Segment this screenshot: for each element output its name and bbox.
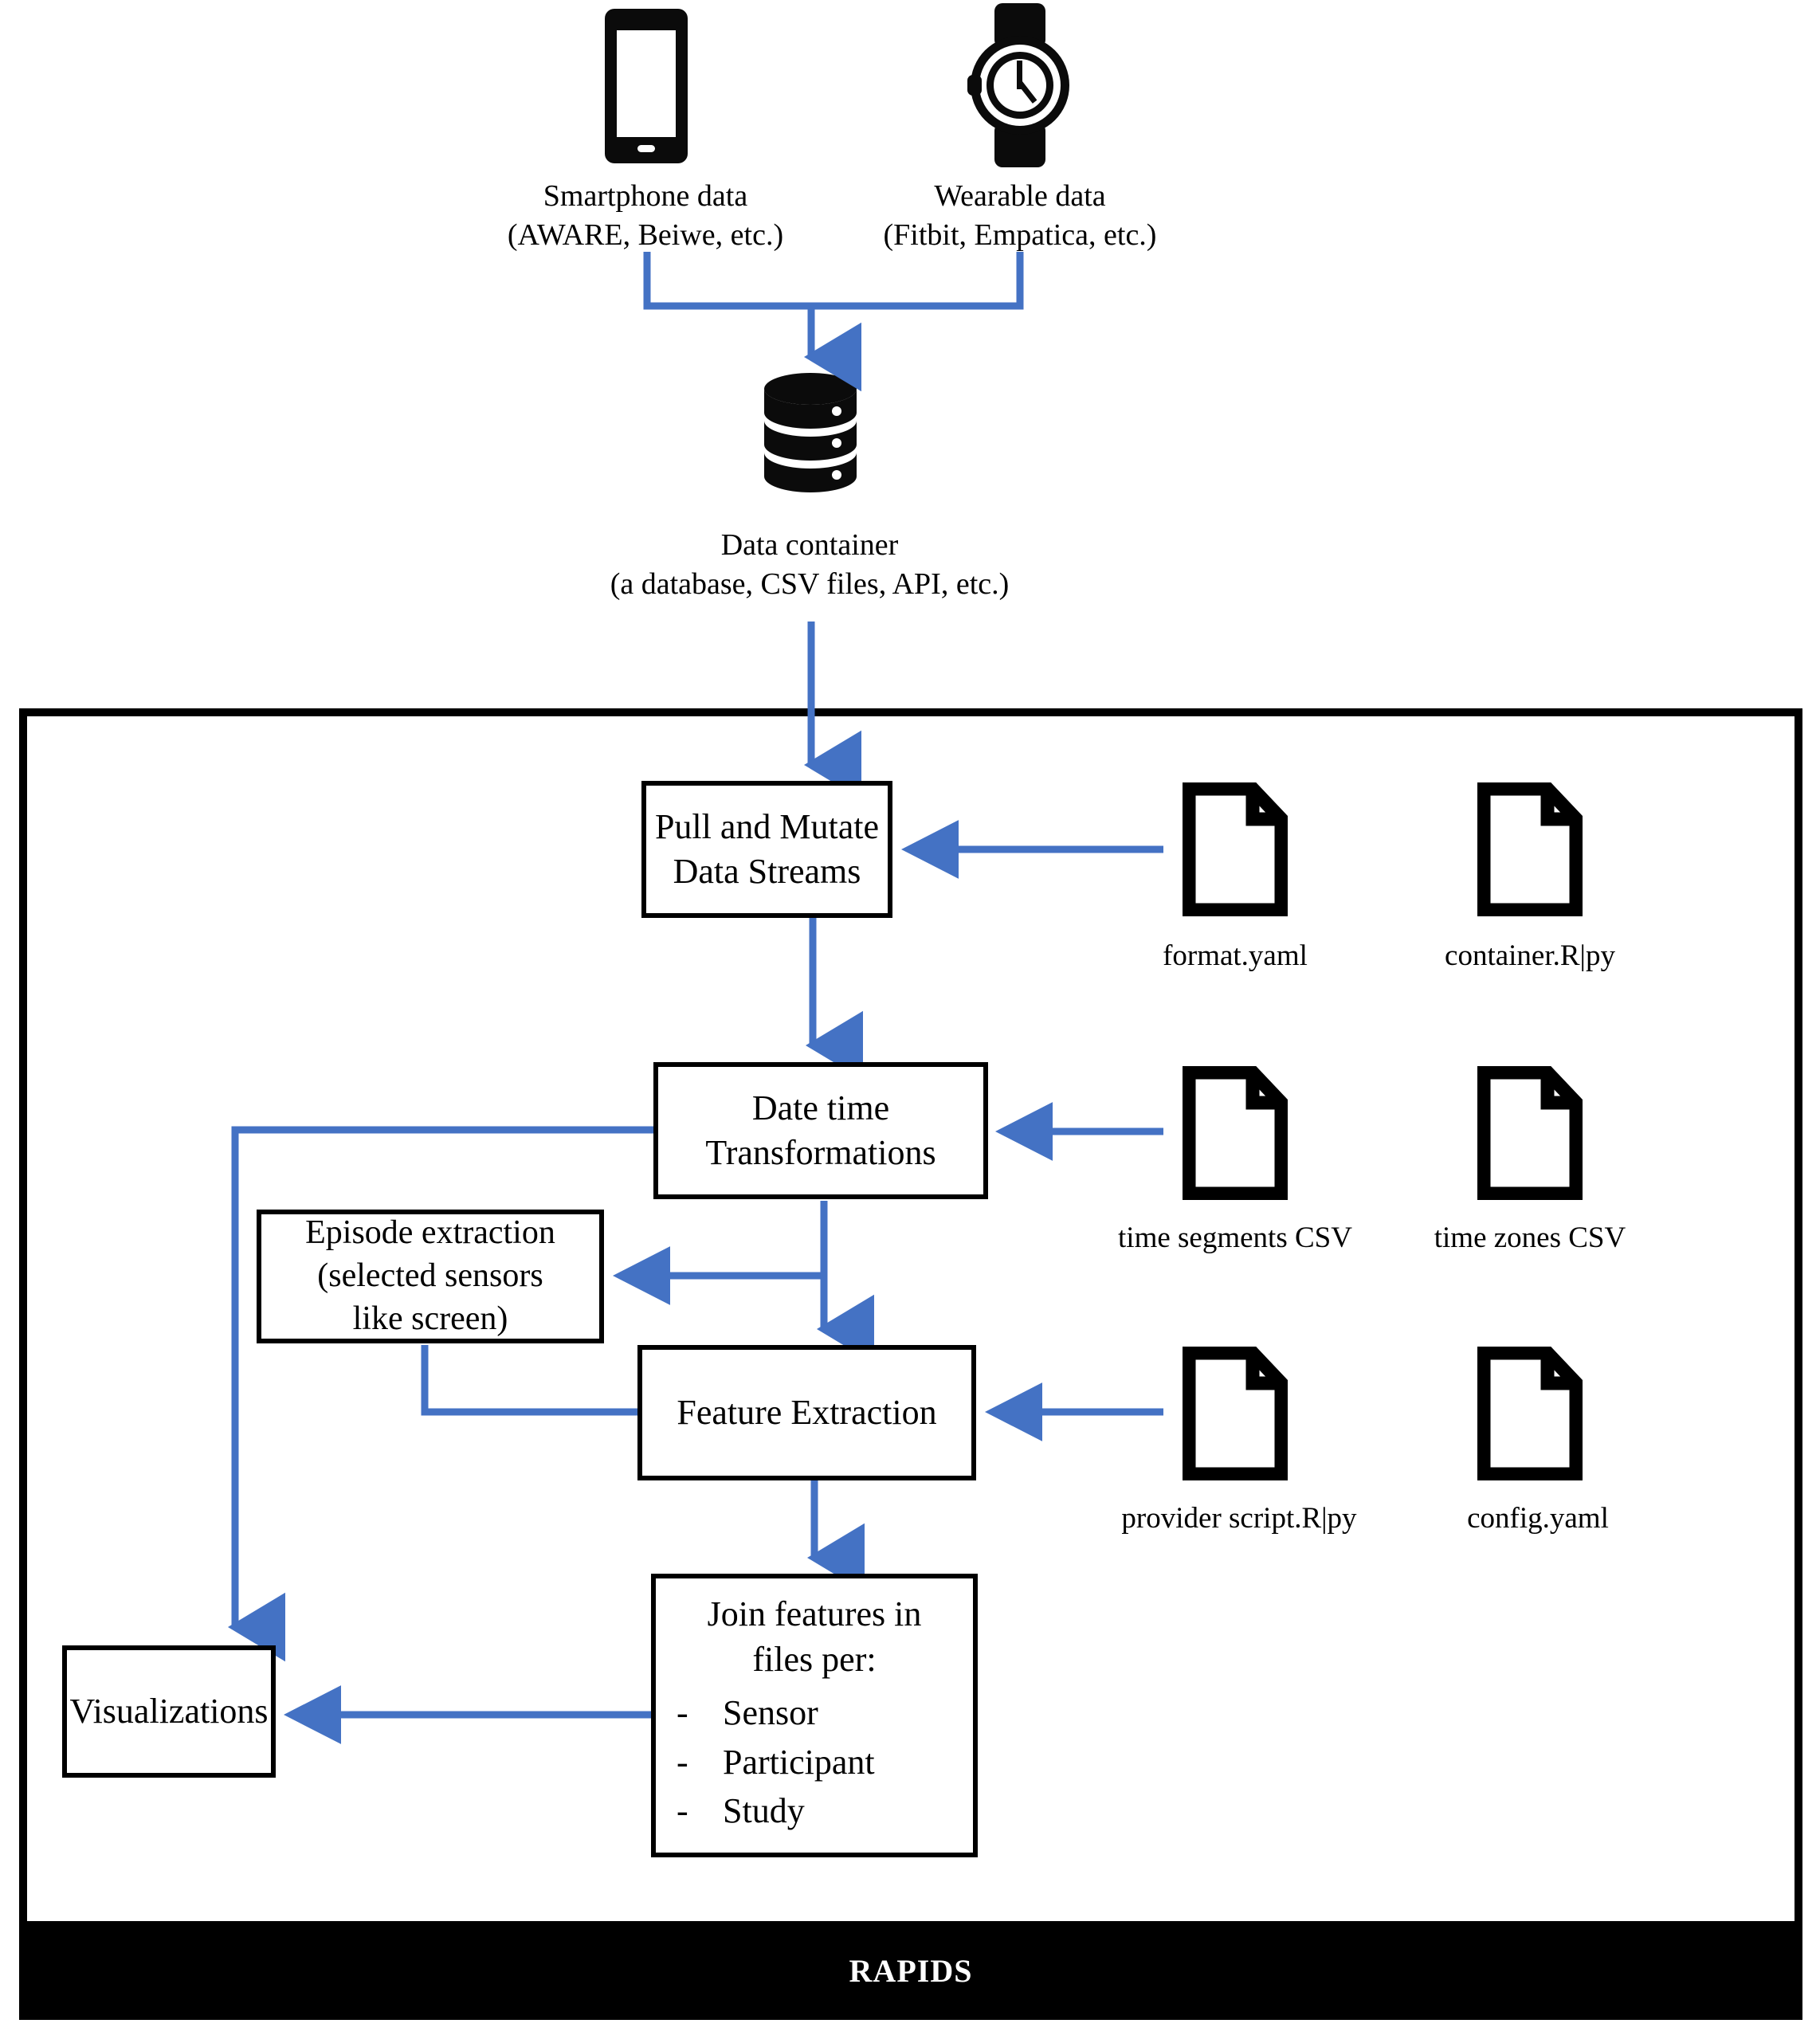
file-icon: [1477, 1055, 1592, 1201]
join-features-title: Join features in files per:: [707, 1594, 922, 1680]
bullet-dash: -: [677, 1693, 688, 1733]
step-visualizations[interactable]: Visualizations: [62, 1645, 276, 1778]
smartphone-caption: Smartphone data (AWARE, Beiwe, etc.): [507, 179, 784, 253]
file-label-provider-script: provider script.R|py: [1121, 1502, 1357, 1535]
file-label-format-yaml: format.yaml: [1163, 939, 1308, 972]
file-label-time-segments: time segments CSV: [1118, 1221, 1352, 1254]
list-item-label: Sensor: [723, 1693, 818, 1733]
rapids-label: RAPIDS: [19, 1921, 1802, 2020]
list-item: - Sensor: [677, 1690, 952, 1735]
data-container-caption: Data container (a database, CSV files, A…: [610, 528, 1010, 602]
file-icon: [1477, 1335, 1592, 1481]
database-icon: [761, 371, 861, 499]
file-icon: [1477, 771, 1592, 917]
file-label-container-rpy: container.R|py: [1445, 939, 1615, 972]
list-item: - Study: [677, 1788, 952, 1833]
file-label-config-yaml: config.yaml: [1467, 1502, 1609, 1535]
step-episode-extraction[interactable]: Episode extraction (selected sensors lik…: [257, 1210, 604, 1343]
file-icon: [1182, 1055, 1297, 1201]
bullet-dash: -: [677, 1742, 688, 1782]
list-item: - Participant: [677, 1739, 952, 1785]
file-icon: [1182, 1335, 1297, 1481]
smartphone-icon: [602, 6, 690, 166]
list-item-label: Study: [723, 1790, 805, 1830]
step-feature-extraction[interactable]: Feature Extraction: [637, 1345, 976, 1480]
list-item-label: Participant: [723, 1742, 875, 1782]
step-join-features[interactable]: Join features in files per: - Sensor - P…: [651, 1574, 978, 1857]
join-features-list: - Sensor - Participant - Study: [677, 1687, 952, 1837]
file-label-time-zones: time zones CSV: [1434, 1221, 1626, 1254]
step-pull-mutate[interactable]: Pull and Mutate Data Streams: [641, 781, 892, 918]
file-icon: [1182, 771, 1297, 917]
step-datetime[interactable]: Date time Transformations: [653, 1062, 988, 1199]
smartwatch-icon: [959, 2, 1081, 169]
wearable-caption: Wearable data (Fitbit, Empatica, etc.): [883, 179, 1157, 253]
bullet-dash: -: [677, 1790, 688, 1830]
